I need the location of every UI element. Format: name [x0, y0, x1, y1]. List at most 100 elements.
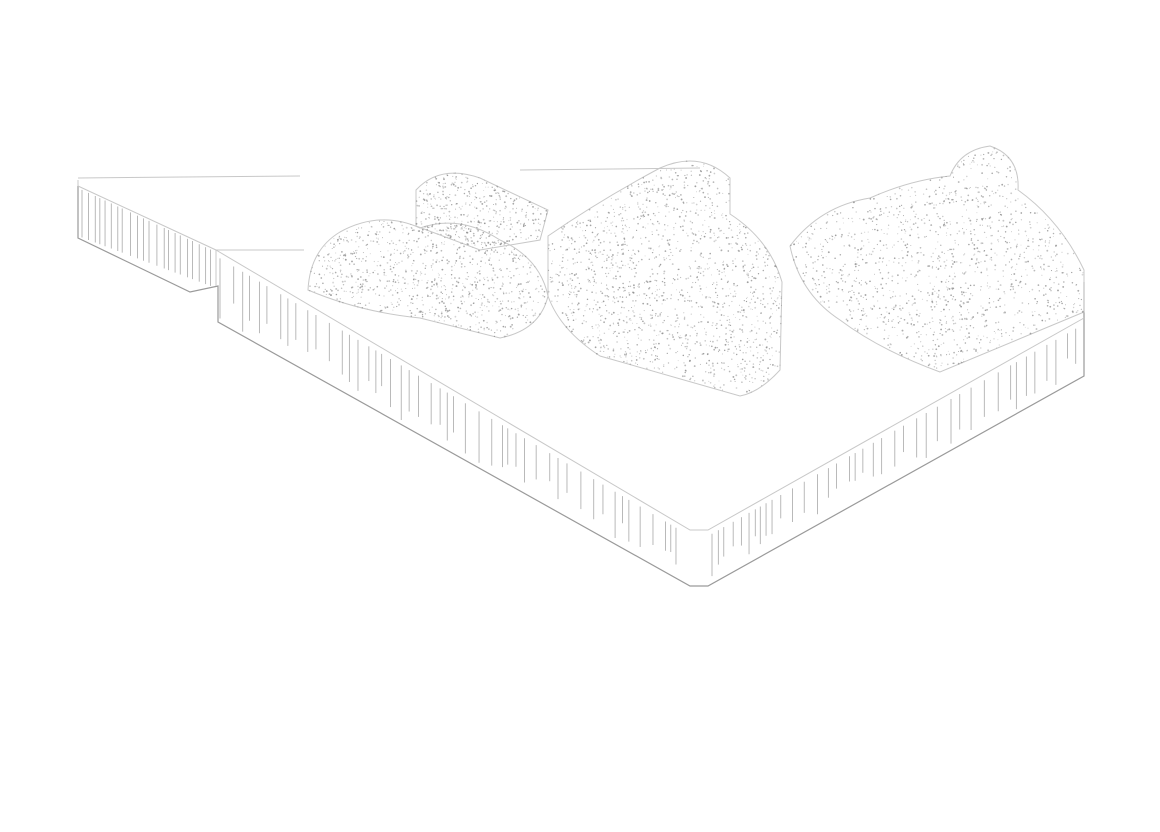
stipple-dot — [386, 285, 388, 287]
stipple-dot — [827, 251, 830, 254]
stipple-dot — [722, 303, 724, 305]
stipple-dot — [954, 239, 956, 242]
stipple-dot — [765, 350, 768, 352]
stipple-dot — [643, 282, 646, 284]
stipple-dot — [522, 225, 525, 228]
stipple-dot — [943, 187, 945, 190]
stipple-dot — [512, 258, 514, 260]
stipple-dot — [572, 319, 575, 321]
stipple-dot — [1023, 324, 1025, 326]
stipple-dot — [704, 177, 707, 179]
stipple-dot — [543, 290, 546, 293]
stipple-dot — [734, 317, 736, 319]
stipple-dot — [708, 226, 710, 228]
stipple-dot — [476, 228, 478, 231]
stipple-dot — [652, 190, 654, 192]
stipple-dot — [595, 282, 597, 284]
stipple-dot — [405, 288, 407, 289]
stipple-dot — [1034, 324, 1036, 326]
stipple-dot — [714, 387, 716, 389]
stipple-dot — [377, 273, 379, 275]
stipple-dot — [870, 218, 872, 220]
stipple-dot — [708, 267, 710, 269]
stipple-dot — [1019, 322, 1021, 324]
stipple-dot — [637, 333, 639, 336]
stipple-dot — [718, 270, 721, 272]
stipple-dot — [876, 317, 878, 319]
stipple-dot — [494, 187, 496, 189]
stipple-dot — [627, 249, 630, 251]
stipple-dot — [488, 287, 491, 290]
stipple-dot — [1072, 306, 1075, 309]
stipple-dot — [898, 205, 901, 208]
stipple-dot — [416, 294, 419, 297]
stipple-dot — [769, 292, 772, 295]
stipple-dot — [681, 375, 684, 378]
stipple-dot — [1047, 227, 1050, 229]
stipple-dot — [517, 313, 520, 316]
stipple-dot — [491, 232, 494, 235]
stipple-dot — [656, 299, 658, 302]
stipple-dot — [438, 276, 440, 279]
stipple-dot — [455, 178, 457, 180]
stipple-dot — [688, 295, 691, 298]
stipple-dot — [494, 249, 497, 251]
stipple-dot — [931, 291, 934, 294]
stipple-dot — [486, 298, 489, 301]
stipple-dot — [671, 334, 674, 336]
stipple-dot — [918, 336, 920, 338]
stipple-dot — [779, 364, 781, 366]
stipple-dot — [605, 267, 608, 269]
stipple-dot — [415, 222, 418, 225]
stipple-dot — [325, 293, 327, 295]
stipple-dot — [433, 218, 436, 221]
stipple-dot — [733, 314, 735, 316]
stipple-dot — [478, 322, 480, 324]
stipple-dot — [1071, 271, 1073, 274]
stipple-dot — [525, 282, 527, 284]
stipple-dot — [922, 345, 924, 347]
stipple-dot — [404, 278, 406, 280]
stipple-dot — [932, 339, 934, 342]
stipple-dot — [851, 217, 853, 220]
stipple-dot — [1000, 298, 1002, 300]
stipple-dot — [580, 246, 583, 248]
stipple-dot — [586, 303, 588, 306]
stipple-dot — [762, 344, 764, 346]
stipple-dot — [510, 307, 513, 310]
stipple-dot — [443, 320, 445, 322]
stipple-dot — [629, 257, 631, 259]
stipple-dot — [713, 232, 715, 235]
stipple-dot — [464, 250, 466, 253]
stipple-dot — [604, 317, 607, 320]
stipple-dot — [464, 286, 466, 289]
stipple-dot — [966, 175, 968, 178]
stipple-dot — [559, 271, 561, 273]
stipple-dot — [566, 222, 568, 224]
stipple-dot — [492, 286, 495, 289]
stipple-dot — [937, 267, 940, 270]
stipple-dot — [863, 328, 866, 331]
stipple-dot — [739, 311, 742, 314]
stipple-dot — [663, 185, 665, 188]
stipple-dot — [360, 296, 362, 298]
stipple-dot — [725, 201, 727, 204]
stipple-dot — [473, 242, 475, 245]
hill-right-stipple — [790, 147, 1084, 369]
stipple-dot — [882, 294, 885, 297]
stipple-dot — [571, 287, 573, 289]
stipple-dot — [444, 208, 446, 210]
stipple-dot — [626, 244, 628, 247]
stipple-dot — [750, 298, 753, 300]
stipple-dot — [650, 347, 653, 350]
stipple-dot — [352, 291, 354, 294]
stipple-dot — [609, 267, 611, 269]
stipple-dot — [900, 309, 902, 311]
stipple-dot — [757, 273, 760, 275]
stipple-dot — [572, 311, 574, 313]
stipple-dot — [414, 314, 416, 316]
stipple-dot — [879, 257, 881, 259]
stipple-dot — [887, 215, 889, 218]
stipple-dot — [900, 221, 901, 223]
